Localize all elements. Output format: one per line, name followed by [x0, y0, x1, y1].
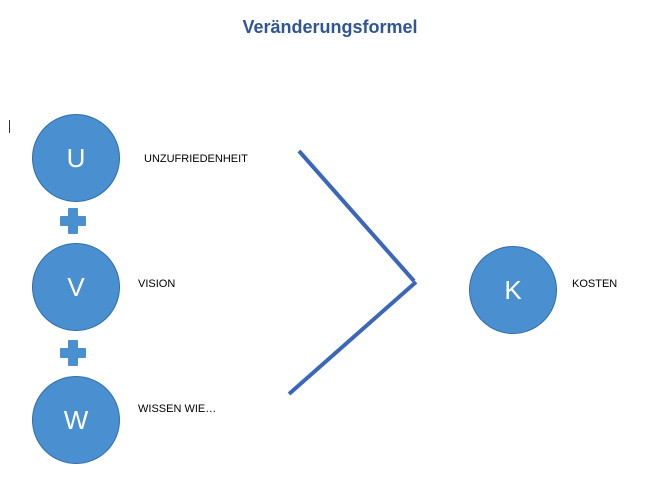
node-v-letter: V [67, 271, 85, 302]
greater-than-upper-stroke [297, 149, 416, 283]
greater-than-lower-stroke [287, 280, 418, 396]
node-v-circle: V [32, 243, 120, 331]
plus-icon [60, 208, 86, 234]
node-k-label: KOSTEN [572, 278, 618, 290]
node-w-label: WISSEN WIE… [138, 403, 217, 415]
text-cursor [9, 120, 10, 133]
node-k-letter: K [504, 274, 522, 305]
node-k-circle: K [469, 246, 557, 334]
node-u-letter: U [66, 142, 86, 173]
plus-icon [60, 340, 86, 366]
node-v-label: VISION [138, 278, 176, 290]
node-u-label: UNZUFRIEDENHEIT [144, 153, 248, 165]
node-u-circle: U [32, 114, 120, 202]
node-w-letter: W [63, 404, 89, 435]
page-title: Veränderungsformel [242, 17, 418, 37]
node-w-circle: W [32, 376, 120, 464]
